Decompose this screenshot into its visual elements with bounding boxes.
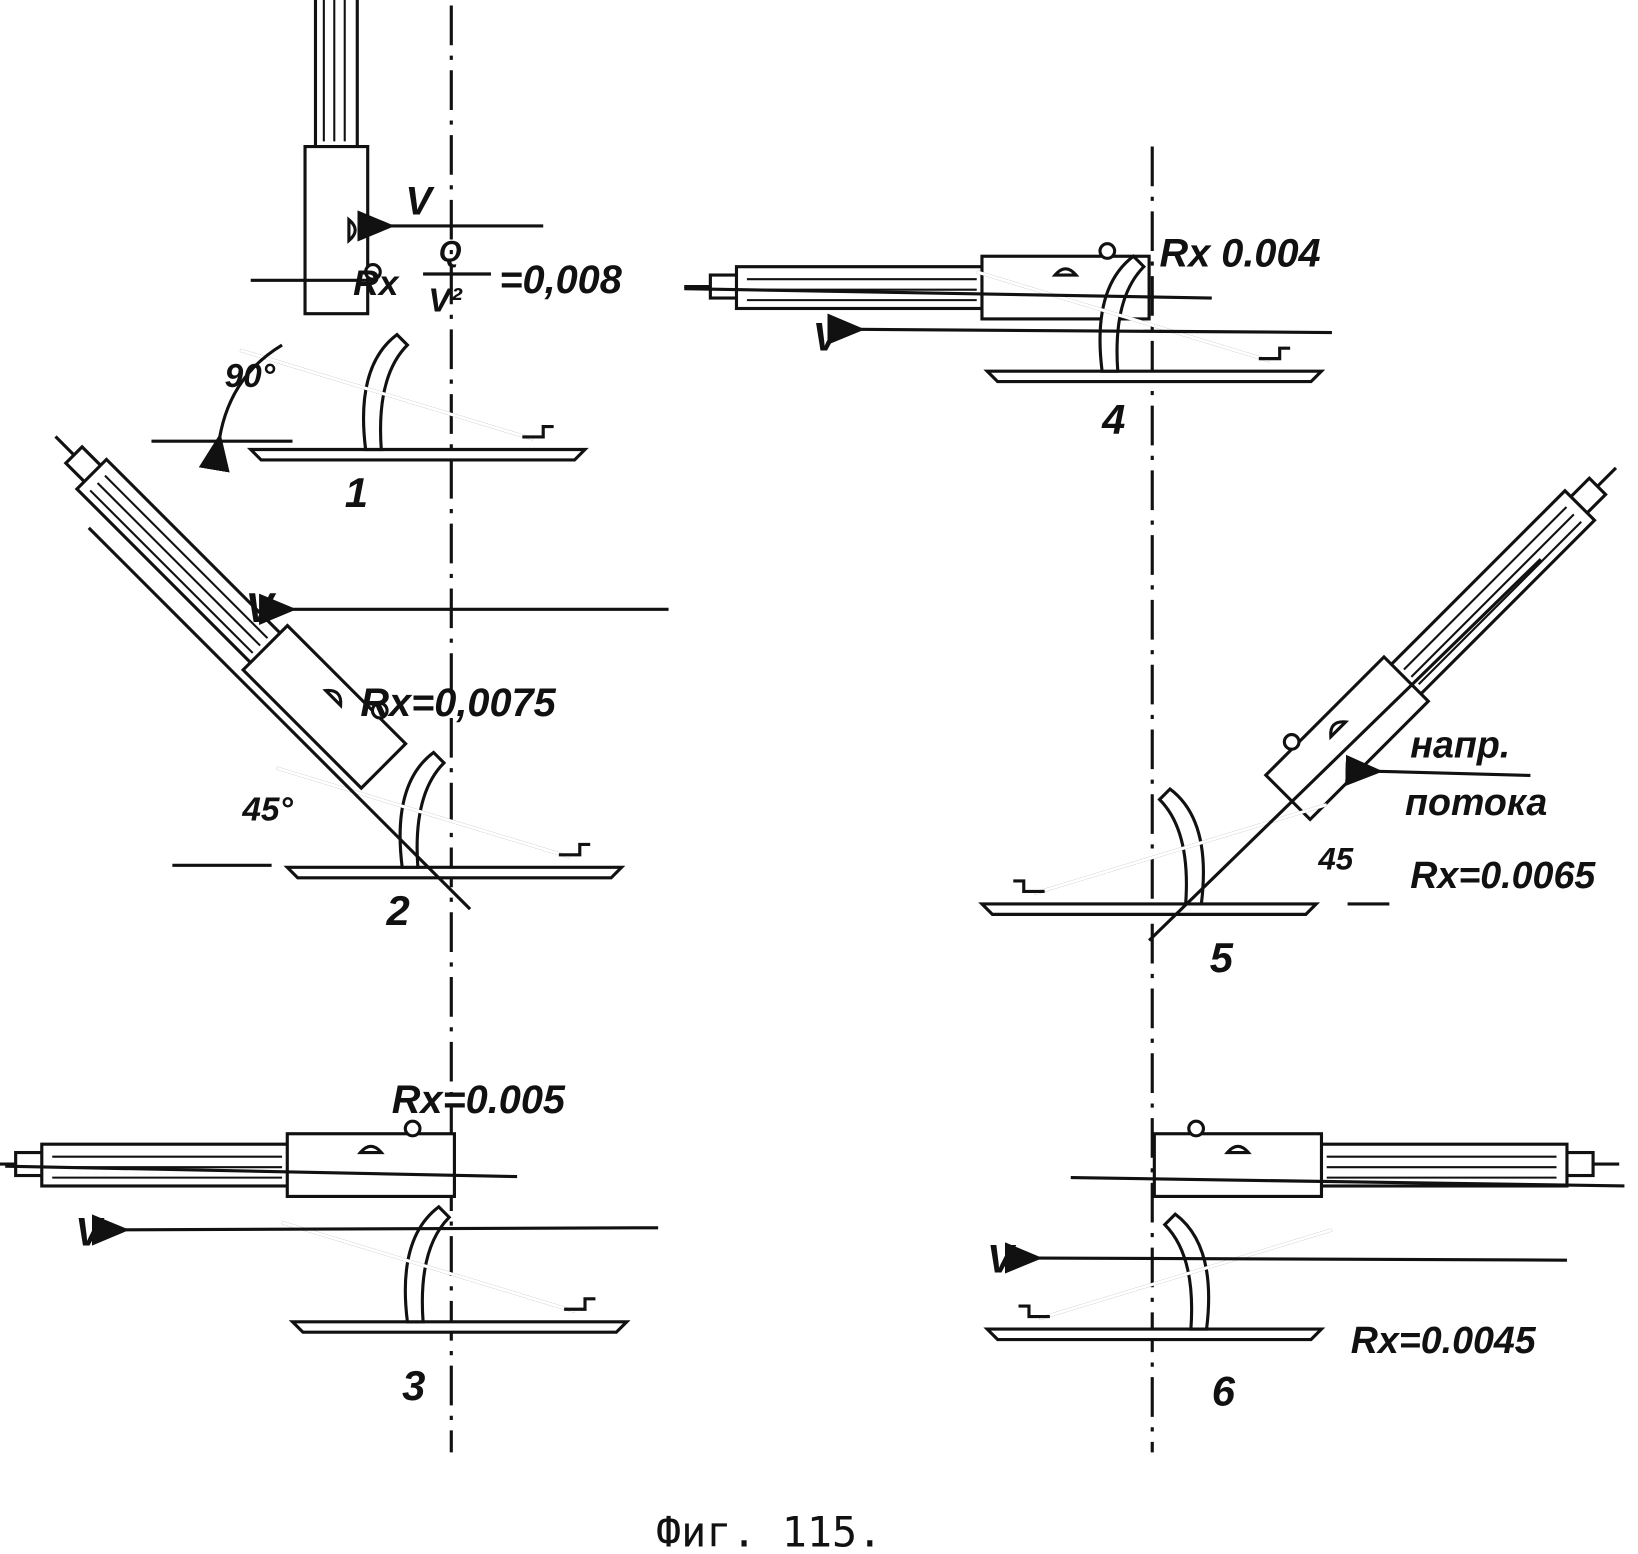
machine-gun-4 — [682, 242, 1151, 321]
panel-number-6: 6 — [1212, 1367, 1236, 1414]
velocity-arrow-6 — [1004, 1242, 1567, 1274]
rx-label-4: Rx 0.004 — [1160, 232, 1321, 276]
velocity-arrow-3 — [91, 1214, 659, 1246]
formula-denominator: V² — [428, 283, 462, 320]
flow-label-line2: потока — [1405, 781, 1547, 823]
tripod-6 — [985, 1212, 1334, 1342]
panel-4: V Rx 0.004 4 — [682, 232, 1332, 443]
tripod-3 — [280, 1205, 629, 1334]
angle-arc-1 — [198, 343, 283, 473]
rx-label-3: Rx=0.005 — [392, 1078, 566, 1122]
flow-direction-arrow — [1345, 754, 1531, 787]
axis-line-6 — [1070, 1176, 1625, 1188]
rx-label-2: Rx=0,0075 — [360, 681, 556, 725]
tripod-5 — [980, 787, 1329, 916]
panel-number-4: 4 — [1101, 396, 1125, 443]
axis-line-4 — [684, 287, 1212, 300]
velocity-label-3: V — [75, 1211, 105, 1255]
rx-value-1: =0,008 — [499, 258, 622, 302]
formula-numerator: Q — [439, 236, 462, 268]
axis-line-3 — [5, 1164, 518, 1179]
panel-3: V Rx=0.005 3 — [0, 1078, 659, 1409]
axis-line-5 — [1148, 558, 1542, 942]
velocity-label-6: V — [987, 1238, 1017, 1282]
panel-5: напр. потока 45 Rx=0.0065 5 — [980, 435, 1638, 981]
velocity-label-4: V — [813, 315, 843, 359]
angle-label-5: 45 — [1317, 841, 1353, 876]
velocity-label-2: V — [245, 584, 276, 631]
panel-number-5: 5 — [1210, 934, 1234, 981]
machine-gun-3 — [0, 1119, 456, 1198]
panel-1: V Rx Q V² =0,008 90° 1 — [151, 0, 623, 516]
panel-number-3: 3 — [402, 1362, 425, 1409]
panel-number-2: 2 — [386, 887, 410, 934]
rx-label-6: Rx=0.0045 — [1351, 1319, 1537, 1361]
rx-label-5: Rx=0.0065 — [1410, 854, 1596, 896]
tripod-2 — [275, 750, 624, 880]
velocity-label-1: V — [405, 179, 435, 223]
panel-6: V Rx=0.0045 6 — [985, 1119, 1625, 1414]
rx-label-1: Rx — [353, 263, 400, 303]
machine-gun-2 — [31, 404, 417, 790]
angle-label-2: 45° — [241, 791, 293, 828]
angle-label-1: 90° — [225, 358, 276, 395]
velocity-arrow-4 — [827, 313, 1332, 345]
panel-number-1: 1 — [345, 469, 368, 516]
flow-label-line1: напр. — [1410, 724, 1510, 766]
panel-2: V Rx=0,0075 45° 2 — [31, 404, 669, 934]
axis-line-2 — [87, 526, 472, 911]
figure-caption: Фиг. 115. — [656, 1507, 882, 1554]
